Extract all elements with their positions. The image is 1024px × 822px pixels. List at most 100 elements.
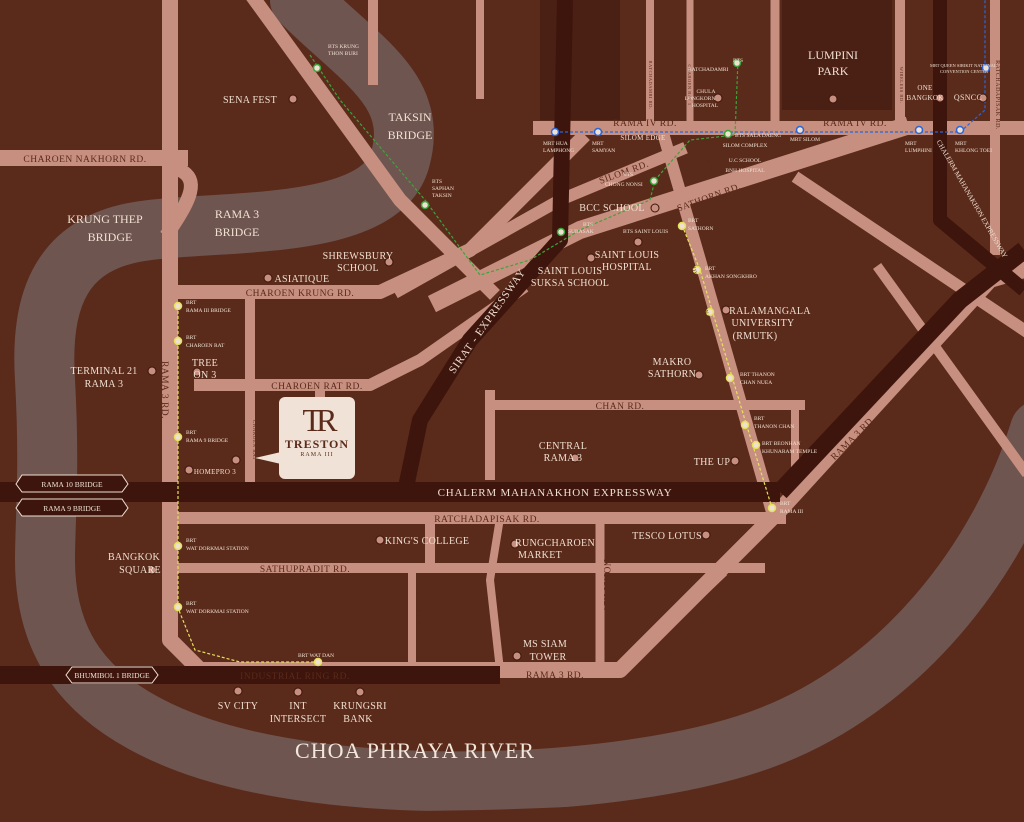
taksin-bridge-label-2: BRIDGE: [388, 128, 433, 142]
label-terminal21-2: RAMA 3: [85, 379, 124, 390]
label-bnh: BNH HOSPITAL: [725, 168, 765, 174]
sta-brt-thanon-chan-2: THANON CHAN: [754, 424, 794, 430]
dark-blocks: [540, 0, 892, 120]
label-chula-1: CHULA: [697, 89, 716, 95]
label-sena-fest: SENA FEST: [223, 95, 277, 106]
krung-thep-bridge-label-2: BRIDGE: [88, 230, 133, 244]
label-kings-college: KING'S COLLEGE: [385, 536, 470, 547]
label-central-2: RAMA 3: [544, 453, 583, 464]
label-rungcharoen-2: MARKET: [518, 550, 562, 561]
label-one-bangkok-2: BANGKOK: [906, 94, 943, 102]
sta-brt-sathorn-2: SATHORN: [688, 226, 713, 232]
sta-bts-krung-2: THON BURI: [328, 51, 358, 57]
sta-bts-saphan-2: SAPHAN: [432, 186, 454, 192]
rama3-bridge-label-1: RAMA 3: [215, 207, 259, 221]
label-ms-siam-2: TOWER: [530, 652, 567, 663]
label-chula-3: HOSPITAL: [692, 103, 719, 109]
sta-brt-akhan-2: AKHAN SONGKHRO: [705, 274, 757, 280]
label-ralamangala-3: (RMUTK): [733, 331, 778, 342]
label-bcc: BCC SCHOOL: [579, 203, 645, 214]
brt-line: [681, 224, 773, 509]
sta-mrt-khlong-2: KHLONG TOEI: [955, 148, 992, 154]
sta-brt-wat-dorkmai-1a: BRT: [186, 538, 197, 544]
road-wireless: WIRELESS RD.: [899, 67, 904, 104]
sta-brt-rama3-1: BRT: [780, 501, 791, 507]
road-charoen-rat-1: CHAROEN RAT 1: [687, 64, 692, 105]
bts-line: [309, 54, 739, 276]
sta-bts-sala-daeng: BTS SALA DAENG: [735, 133, 781, 139]
sta-brt-rama3-bridge-1: BRT: [186, 300, 197, 306]
sta-mrt-hua-2: LAMPHONG: [543, 148, 574, 154]
road-charoen-nakhorn: CHAROEN NAKHORN RD.: [23, 155, 146, 165]
lumpini-park-label-1: LUMPINI: [808, 48, 858, 62]
label-shrewsbury-1: SHREWSBURY: [323, 251, 394, 262]
station-markers: [173, 58, 991, 667]
label-qsncc: QSNCC: [954, 93, 982, 102]
bridge-rama9-label: RAMA 9 BRIDGE: [43, 504, 101, 513]
label-ralamangala-2: UNIVERSITY: [732, 318, 795, 329]
sta-mrt-lumphini-2: LUMPHINI: [905, 148, 932, 154]
krung-thep-bridge-label-1: KRUNG THEP: [67, 212, 143, 226]
sta-bts-krung-1: BTS KRUNG: [328, 44, 359, 50]
label-krungsri-2: BANK: [343, 714, 373, 725]
south-bank: [0, 760, 1024, 822]
sta-mrt-hua-1: MRT HUA: [543, 141, 568, 147]
road-rama3-left: RAMA 3 RD.: [159, 361, 169, 419]
landmark-dots: [147, 93, 988, 697]
label-saint-louis-suksa-2: SUKSA SCHOOL: [531, 278, 609, 289]
station-labels: BTS KRUNG THON BURI BTS SAPHAN TAKSIN BT…: [186, 44, 997, 659]
road-rama3-bottom: RAMA 3 RD.: [526, 671, 584, 681]
label-saint-louis-hospital-2: HOSPITAL: [602, 262, 652, 273]
sta-brt-khunaram-2: KHUNARAM TEMPLE: [762, 449, 818, 455]
sta-brt-charoen-rat-2: CHAROEN RAT: [186, 343, 225, 349]
sta-bts-ratchadamri-1: BTS: [733, 58, 743, 64]
expressway-chalerm-label: CHALERM MAHANAKHON EXPRESSWAY: [438, 487, 673, 499]
sta-brt-chan-nuea-2: CHAN NUEA: [740, 380, 772, 386]
label-one-bangkok-1: ONE: [917, 84, 932, 92]
road-rama4-1: RAMA IV RD.: [613, 119, 677, 129]
bridge-rama10-label: RAMA 10 BRIDGE: [41, 480, 103, 489]
sta-bts-ratchadamri-2: RATCHADAMRI: [688, 67, 729, 73]
project-name: TRESTON: [284, 437, 350, 451]
road-yannawa: YANNAWA RD.: [413, 585, 423, 655]
road-nonsi: NONSI RD.: [601, 559, 611, 610]
big-labels: TAKSIN BRIDGE KRUNG THEP BRIDGE RAMA 3 B…: [67, 48, 858, 244]
bridge-bhumibol-label: BHUMIBOL 1 BRIDGE: [74, 671, 150, 680]
transit-lines: [177, 0, 986, 663]
sta-brt-khunaram-1: BRT BEONHAN: [762, 441, 801, 447]
label-saint-louis-suksa-1: SAINT LOUIS: [538, 266, 603, 277]
label-shrewsbury-2: SCHOOL: [337, 263, 379, 274]
road-ratchadapisak: RATCHADAPISAK RD.: [434, 515, 540, 525]
label-homepro: HOMEPRO 3: [194, 468, 236, 476]
sta-bts-surasak-1: BTS: [583, 222, 593, 228]
sta-bts-saint-louis: BTS SAINT LOUIS: [623, 229, 668, 235]
river-label: CHOA PHRAYA RIVER: [295, 738, 535, 763]
sta-brt-chan-nuea-1: BRT THANON: [740, 372, 775, 378]
landmark-labels: SENA FEST ASIATIQUE SHREWSBURY SCHOOL TE…: [70, 84, 982, 725]
sta-bts-saphan-1: BTS: [432, 179, 442, 185]
label-uc-school: U.C SCHOOL: [729, 158, 762, 164]
project-marker-card[interactable]: TR TRESTON RAMA III: [279, 397, 355, 479]
project-subtitle: RAMA III: [300, 452, 334, 458]
sta-mrt-khlong-1: MRT: [955, 141, 967, 147]
road-ratchadapisak-right: RATCHADAPISAK RD.: [994, 60, 1000, 130]
label-makro-1: MAKRO: [653, 357, 692, 368]
label-tree-on-3-1: TREE: [192, 358, 218, 369]
sta-mrt-silom: MRT SILOM: [790, 137, 820, 143]
label-sv-city: SV CITY: [218, 701, 259, 712]
sta-bts-chong-1: BTS: [623, 172, 633, 178]
label-bangkok-square-2: SQUARE: [119, 565, 161, 576]
sta-brt-wat-dorkmai-2b: WAT DORKMAI STATION: [186, 609, 249, 615]
sta-mrt-qsncc-1: MRT QUEEN SIRIKIT NATIONAL: [930, 63, 997, 68]
sta-brt-akhan-1: BRT: [705, 266, 716, 272]
road-ratchadamri: RATCHADAMRI RD.: [648, 60, 653, 109]
sta-bts-saphan-3: TAKSIN: [432, 193, 452, 199]
brt-line-west: [177, 306, 318, 663]
road-charoen-rat-side: CHAROEN RAT: [251, 420, 256, 460]
label-ralamangala-1: RALAMANGALA: [729, 306, 811, 317]
label-bangkok-square-1: BANGKOK: [108, 552, 161, 563]
project-pointer: [255, 452, 281, 464]
sta-mrt-qsncc-2: CONVENTION CENTER: [940, 69, 988, 74]
sta-bts-surasak-2: SURASAK: [568, 229, 594, 235]
